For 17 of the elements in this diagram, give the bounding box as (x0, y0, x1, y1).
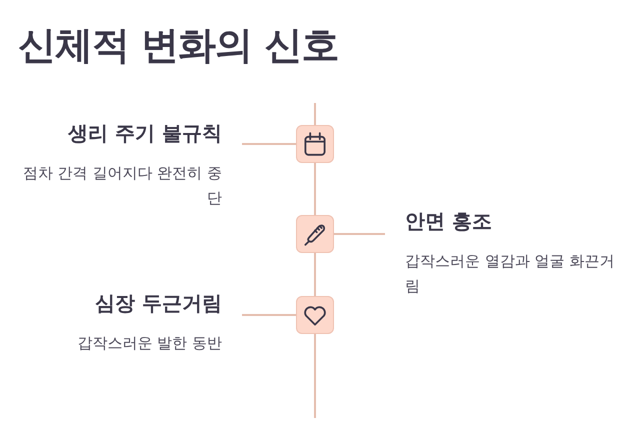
icon-tile (296, 125, 334, 163)
connector-line (242, 143, 296, 145)
connector-line (242, 314, 296, 316)
connector-line (314, 103, 316, 125)
connector-line (314, 163, 316, 215)
symptom-heading: 생리 주기 불규칙 (67, 120, 222, 147)
title: 신체적 변화의 신호 (18, 22, 338, 69)
icon-tile (296, 215, 334, 253)
connector-line (314, 334, 316, 418)
symptom-heading: 안면 홍조 (405, 208, 493, 235)
symptom-description: 점차 간격 길어지다 완전히 중단 (22, 163, 222, 209)
symptom-heading: 심장 두근거림 (94, 290, 222, 317)
connector-line (314, 253, 316, 296)
symptom-description: 갑작스러운 발한 동반 (76, 333, 222, 354)
connector-line (334, 233, 385, 235)
symptom-description: 갑작스러운 열감과 얼굴 화끈거림 (405, 251, 616, 297)
icon-tile (296, 296, 334, 334)
